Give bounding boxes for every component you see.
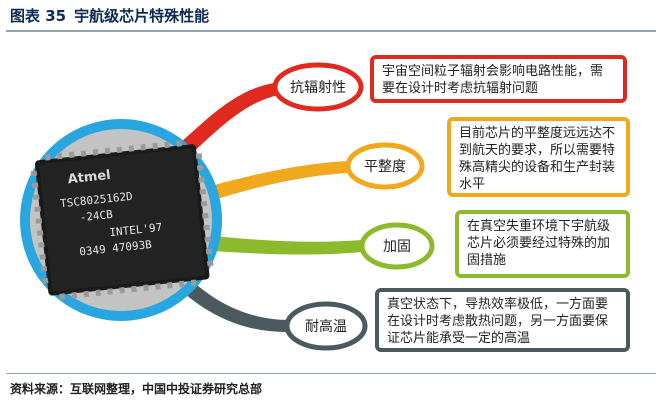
chip-pin [35,218,43,224]
chip-pin [71,292,78,299]
chip-pin [204,236,211,243]
connector-flatness [175,161,349,212]
figure-title-text: 宇航级芯片特殊性能 [74,7,210,25]
top-rule [6,30,656,32]
chip-pin [39,254,46,260]
label-heat: 耐高温 [305,319,347,335]
chip-pin [95,289,101,297]
chip-pin [164,141,170,149]
chip-pin [104,147,111,155]
chip-pin [33,194,40,201]
figure-number: 图表 35 [10,7,67,25]
chip-pin [201,212,209,219]
info-box-radiation: 宇宙空间粒子辐射会影响电路性能，需要在设计时考虑抗辐射问题 [370,55,627,103]
chip-package: Atmel TSC8025162D -24CB INTEL'97 0349 47… [30,140,214,300]
chip-pin [40,266,48,272]
info-box-reinforce: 在真空失重环境下宇航级芯片必须要经过特殊的加固措施 [455,210,630,278]
chip-pin [206,260,214,267]
label-flatness: 平整度 [364,159,406,175]
chip-pin [92,149,99,156]
bottom-rule [6,373,656,374]
bubble-reinforce [359,222,435,270]
chip-pin [56,152,63,160]
chip-logo: Atmel [67,168,111,187]
chip-pin [131,285,137,293]
chip-pin [195,153,203,159]
chip-pin [83,290,90,298]
info-box-heat: 真空状态下，导热效率极低，一方面要在设计时考虑散热问题，另一方面要保证芯片能承受… [375,288,630,352]
chip-pin [36,230,44,236]
chip-pin [59,293,66,300]
chip-pin [152,142,158,150]
chip-pin [178,280,185,288]
connector-reinforce [176,232,362,255]
figure-title: 图表 35 宇航级芯片特殊性能 [10,5,209,26]
chip-pin [119,287,125,294]
chip-pin [140,144,147,151]
chip-pin [176,140,182,147]
bubble-flatness [345,142,425,190]
chip-pins [30,140,214,300]
chip-pin [44,154,51,161]
info-box-flatness: 目前芯片的平整度远远达不到航天的要求，所以需要特殊高精尖的设备和生产封装水平 [447,117,630,197]
chip-pin [38,242,45,248]
chip-pin [199,189,206,195]
chip-pin [68,151,75,159]
chip-pin [200,200,208,207]
chip-pin [166,282,173,289]
chip-pin [205,248,213,255]
chip-pin [31,182,39,189]
chip-pin [30,170,38,177]
chip-pin [198,177,205,183]
source-note: 资料来源：互联网整理，中国中投证券研究总部 [10,382,263,396]
chip-pin [196,165,204,171]
chip-pin [116,146,123,154]
chip-pin [41,277,49,284]
chip-pin [128,145,135,152]
chip-pin [80,150,87,157]
chip-pin [203,224,210,231]
chip-pin [190,279,197,287]
chip-pin [34,206,41,212]
label-radiation: 抗辐射性 [290,80,346,96]
chip-marking-3: INTEL'97 [109,221,163,239]
chip-pin [107,288,113,295]
chip-marking-2: -24CB [79,208,114,224]
bubble-heat [284,301,368,351]
chip-pin [143,284,149,292]
bubble-radiation [272,62,364,112]
label-reinforce: 加固 [383,239,411,255]
chip-pin [155,283,161,290]
